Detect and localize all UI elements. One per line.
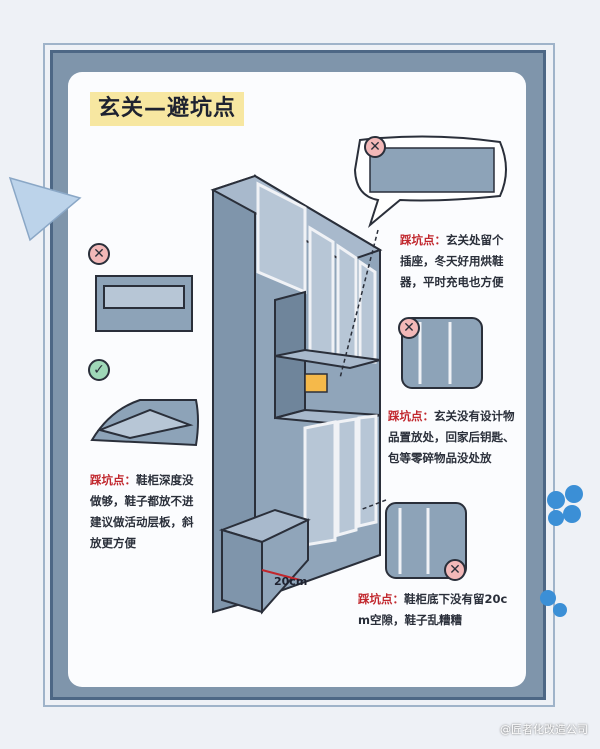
correct-shelf-drawing bbox=[90, 399, 199, 447]
note-line: 器，平时充电也方便 bbox=[400, 275, 504, 289]
dimension-label: 20cm bbox=[274, 575, 308, 588]
check-icon: ✓ bbox=[88, 359, 110, 381]
note-mid-right: 踩坑点：玄关没有设计物 品置放处，回家后钥匙、 包等零碎物品没处放 bbox=[388, 406, 523, 469]
note-line: m空隙，鞋子乱糟糟 bbox=[358, 613, 462, 627]
note-line: 品置放处，回家后钥匙、 bbox=[388, 430, 515, 444]
paper-plane-icon bbox=[8, 176, 82, 242]
page-title: 玄关—避坑点 bbox=[90, 92, 245, 126]
wrong-icon: ✕ bbox=[364, 136, 386, 158]
cabinet-drawing bbox=[210, 174, 383, 615]
note-line: 玄关没有设计物 bbox=[434, 409, 515, 423]
wrong-icon: ✕ bbox=[88, 243, 110, 265]
note-line: 玄关处留个 bbox=[446, 233, 504, 247]
note-bottom-right: 踩坑点：鞋柜底下没有留20c m空隙，鞋子乱糟糟 bbox=[358, 589, 523, 631]
pitfall-label: 踩坑点： bbox=[90, 473, 136, 487]
wrong-shelf-drawing bbox=[95, 275, 193, 332]
zoom-detail bbox=[401, 317, 483, 389]
note-left: 踩坑点：鞋柜深度没 做够，鞋子都放不进 建议做活动层板，斜 放更方便 bbox=[90, 470, 235, 554]
flower-icon bbox=[540, 485, 583, 617]
note-line: 鞋柜底下没有留20c bbox=[404, 592, 508, 606]
zoom-detail bbox=[385, 502, 467, 579]
pitfall-label: 踩坑点： bbox=[400, 233, 446, 247]
watermark: @匠者化改造公司 bbox=[500, 723, 588, 736]
note-top-right: 踩坑点：玄关处留个 插座，冬天好用烘鞋 器，平时充电也方便 bbox=[400, 230, 525, 293]
note-line: 鞋柜深度没 bbox=[136, 473, 194, 487]
outer-frame bbox=[43, 43, 555, 707]
note-line: 放更方便 bbox=[90, 536, 136, 550]
note-line: 建议做活动层板，斜 bbox=[90, 515, 194, 529]
pitfall-label: 踩坑点： bbox=[358, 592, 404, 606]
wrong-icon: ✕ bbox=[444, 559, 466, 581]
pitfall-label: 踩坑点： bbox=[388, 409, 434, 423]
note-line: 包等零碎物品没处放 bbox=[388, 451, 492, 465]
note-line: 做够，鞋子都放不进 bbox=[90, 494, 194, 508]
note-line: 插座，冬天好用烘鞋 bbox=[400, 254, 504, 268]
wrong-icon: ✕ bbox=[398, 317, 420, 339]
